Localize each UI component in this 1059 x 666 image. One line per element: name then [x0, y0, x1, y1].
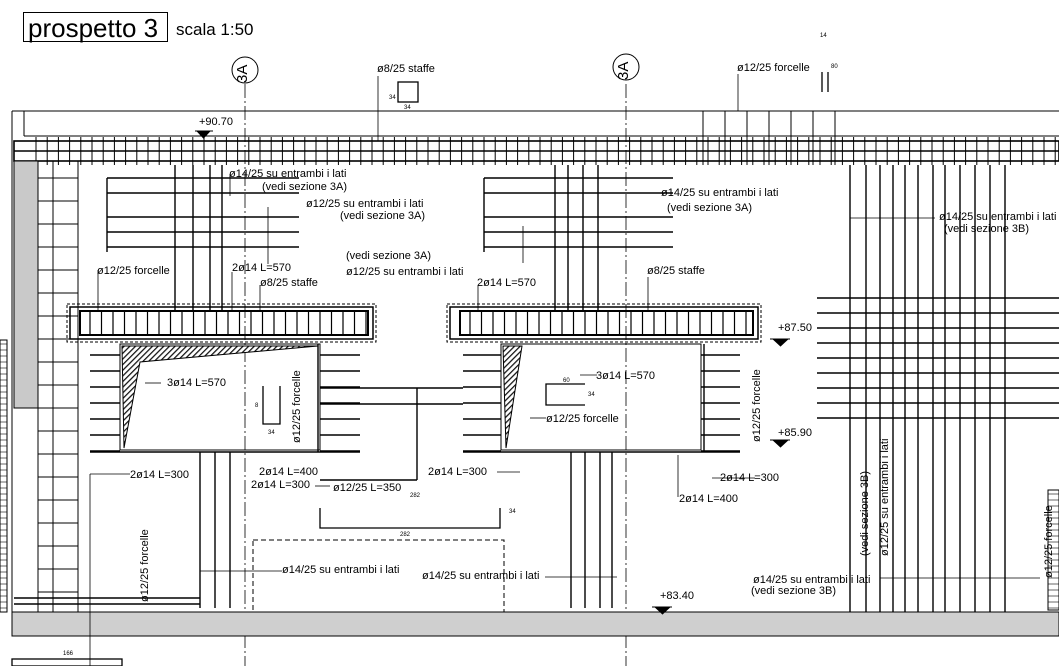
label-forcelle-top: ø12/25 forcelle	[737, 62, 810, 74]
leaders	[89, 74, 1040, 666]
label-l5a: (vedi sezione 3A)	[346, 250, 431, 262]
left-column-fill	[13, 160, 39, 409]
label-2x14-300-b: 2ø14 L=300	[251, 479, 311, 491]
haunch-frames	[119, 343, 702, 451]
beam-sections	[66, 303, 762, 343]
drawing-title: prospetto 3	[28, 13, 159, 43]
dim-34d: 34	[588, 392, 595, 398]
level-markers	[195, 130, 790, 615]
label-2x14-570-mid: 2ø14 L=570	[477, 277, 537, 289]
dim-8: 8	[255, 403, 259, 409]
label-2x14-570-left: 2ø14 L=570	[232, 262, 292, 274]
label-l2b: (vedi sezione 3A)	[340, 210, 425, 222]
dim-80: 80	[831, 64, 838, 70]
label-2x14-400-b: 2ø14 L=400	[679, 493, 739, 505]
dim-60: 60	[563, 378, 570, 384]
left-column-bars	[38, 161, 79, 612]
label-l2a: ø12/25 su entrambi i lati	[306, 198, 424, 210]
dim-34a: 34	[389, 95, 396, 101]
top-beam-stirrups	[35, 111, 1056, 165]
label-bottom-2: ø14/25 su entrambi i lati	[422, 570, 540, 582]
vlabel-forcelle-1: ø12/25 forcelle	[139, 529, 151, 602]
dim-166: 166	[63, 651, 74, 657]
label-l5b: ø12/25 su entrambi i lati	[346, 266, 464, 278]
label-forcelle-left: ø12/25 forcelle	[97, 265, 170, 277]
haunch-hatch-left	[121, 345, 319, 449]
dim-282a: 282	[410, 493, 421, 499]
label-staffe-mid: ø8/25 staffe	[647, 265, 705, 277]
axis-lines	[244, 84, 627, 666]
label-3x14-570-mid: 3ø14 L=570	[596, 370, 656, 382]
drawing-scale: scala 1:50	[176, 20, 254, 39]
bottom-slab	[11, 611, 1059, 637]
dim-282b: 282	[400, 532, 411, 538]
axis-label-right: 3A	[615, 61, 632, 80]
title-frame	[23, 12, 168, 42]
dim-34b: 34	[404, 105, 411, 111]
label-staffe-top: ø8/25 staffe	[377, 63, 435, 75]
vertical-bars	[106, 165, 1006, 612]
level-85: +85.90	[778, 427, 812, 439]
haunch-hatch-mid	[502, 345, 523, 449]
top-beam	[11, 110, 1059, 612]
level-83: +83.40	[660, 590, 694, 602]
axis-marker-right	[612, 53, 640, 81]
axis-marker-left	[231, 56, 259, 84]
vlabel-forcelle-4: ø12/25 forcelle	[1043, 505, 1055, 578]
label-l1a: ø14/25 su entrambi i lati	[229, 168, 347, 180]
axis-label-left: 3A	[234, 64, 251, 83]
vlabel-forcelle-2: ø12/25 forcelle	[291, 370, 303, 443]
vlabel-forcelle-3: ø12/25 forcelle	[751, 369, 763, 442]
level-top: +90.70	[199, 116, 233, 128]
label-2x14-300-a: 2ø14 L=300	[130, 469, 190, 481]
dim-34e: 34	[509, 509, 516, 515]
label-2x14-300-c: 2ø14 L=300	[428, 466, 488, 478]
dim-34c: 34	[268, 430, 275, 436]
label-l4b: (vedi sezione 3B)	[944, 223, 1029, 235]
label-l4a: ø14/25 su entrambi i lati	[939, 211, 1057, 223]
horizontal-bars	[14, 177, 1059, 605]
vlabel-lati: ø12/25 su entrambi i lati	[879, 438, 891, 556]
label-l3a: ø14/25 su entrambi i lati	[661, 187, 779, 199]
bar-shapes	[11, 72, 829, 666]
dim-14: 14	[820, 33, 827, 39]
label-l1b: (vedi sezione 3A)	[262, 181, 347, 193]
label-l350: ø12/25 L=350	[333, 482, 402, 494]
label-l3b: (vedi sezione 3A)	[667, 202, 752, 214]
label-2x14-400-a: 2ø14 L=400	[259, 466, 319, 478]
label-bottom-3a: ø14/25 su entrambi i lati	[753, 574, 871, 586]
label-staffe-left: ø8/25 staffe	[260, 277, 318, 289]
label-2x14-300-d: 2ø14 L=300	[720, 472, 780, 484]
label-3x14-570-left: 3ø14 L=570	[167, 377, 227, 389]
label-bottom-1: ø14/25 su entrambi i lati	[282, 564, 400, 576]
level-87: +87.50	[778, 322, 812, 334]
label-forcelle-mid: ø12/25 forcelle	[546, 413, 619, 425]
vlabel-sez: (vedi sezione 3B)	[859, 471, 871, 556]
label-bottom-3b: (vedi sezione 3B)	[751, 585, 836, 597]
link-bars	[320, 387, 463, 481]
